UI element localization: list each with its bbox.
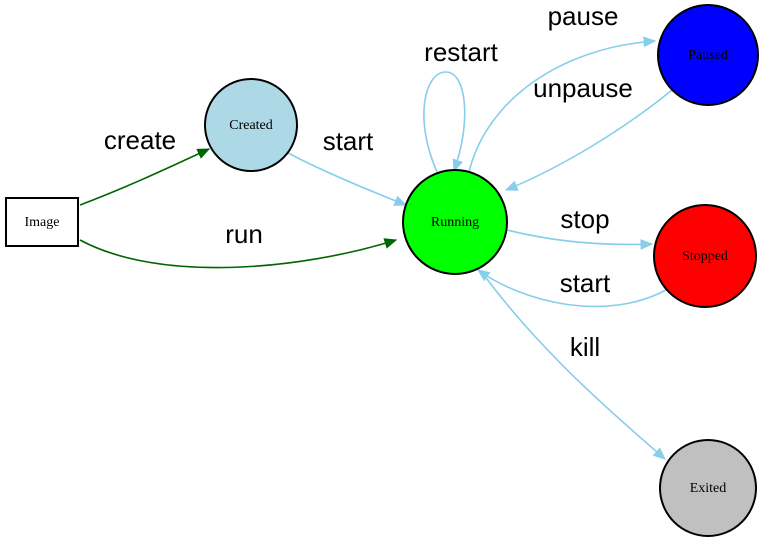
edge-label-run: run xyxy=(225,219,263,249)
edge-run xyxy=(79,238,398,269)
edges-layer xyxy=(79,36,673,460)
edge-label-start-created: start xyxy=(323,126,374,156)
node-shape-running xyxy=(402,169,508,275)
node-stopped[interactable]: Stopped xyxy=(653,204,757,308)
edge-stop xyxy=(506,229,654,250)
edge-kill xyxy=(480,270,666,460)
node-created[interactable]: Created xyxy=(204,78,298,172)
edge-label-unpause: unpause xyxy=(533,73,633,103)
node-image[interactable]: Image xyxy=(5,197,79,247)
node-exited[interactable]: Exited xyxy=(659,439,757,537)
edge-pause xyxy=(468,36,657,173)
edge-label-pause: pause xyxy=(548,1,619,31)
node-paused[interactable]: Paused xyxy=(657,4,759,106)
edge-unpause xyxy=(504,89,673,191)
edge-label-create: create xyxy=(104,125,176,155)
node-shape-exited xyxy=(659,439,757,537)
node-label-image: Image xyxy=(25,215,60,230)
edge-label-start-stopped: start xyxy=(560,268,611,298)
edge-label-kill: kill xyxy=(570,332,600,362)
node-shape-stopped xyxy=(653,204,757,308)
edge-restart xyxy=(423,71,466,173)
edge-label-restart: restart xyxy=(424,37,498,67)
node-running[interactable]: Running xyxy=(402,169,508,275)
node-label-stopped: Stopped xyxy=(682,249,728,264)
node-shape-paused xyxy=(657,4,759,106)
node-label-running: Running xyxy=(431,215,479,230)
edge-create xyxy=(79,148,211,206)
edge-start-created xyxy=(287,152,408,206)
node-label-exited: Exited xyxy=(690,481,727,496)
node-shape-created xyxy=(204,78,298,172)
edge-labels-layer: create run start restart pause unpause stop sta… xyxy=(104,1,633,362)
edge-start-stopped xyxy=(476,269,667,308)
edge-label-stop: stop xyxy=(560,204,609,234)
node-label-created: Created xyxy=(229,118,273,133)
node-shape-image xyxy=(5,197,79,247)
node-label-paused: Paused xyxy=(688,48,728,63)
